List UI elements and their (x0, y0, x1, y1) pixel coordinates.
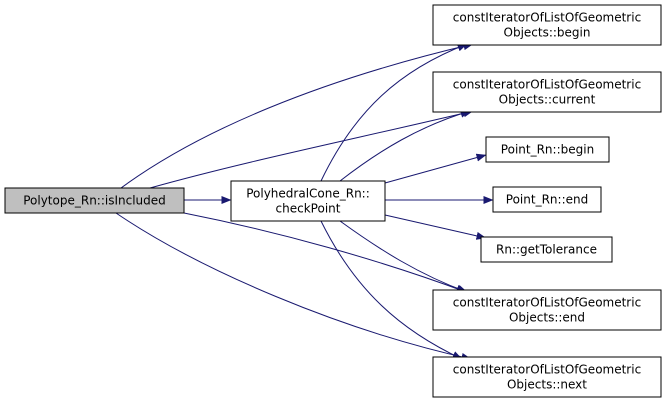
edge-polytope_isincluded-to-iter_end (183, 212, 467, 293)
node-label: Polytope_Rn::isIncluded (23, 194, 166, 208)
node-iter-end[interactable]: constIteratorOfListOfGeometricObjects::e… (432, 289, 662, 331)
edges-layer (115, 42, 494, 361)
edge-polytope_isincluded-to-iter_current (149, 109, 474, 189)
node-label: checkPoint (276, 202, 341, 216)
node-label: constIteratorOfListOfGeometric (453, 296, 641, 310)
node-label: Objects::begin (504, 26, 591, 40)
edge-polytope_isincluded-to-iter_next (115, 212, 472, 361)
node-point-end[interactable]: Point_Rn::end (492, 186, 602, 213)
edge-polytope_isincluded-to-iter_begin (120, 42, 474, 189)
node-box (432, 71, 662, 113)
node-label: constIteratorOfListOfGeometric (453, 11, 641, 25)
node-box (432, 289, 662, 331)
node-label: Point_Rn::end (506, 193, 588, 207)
edge-polyhedralcone_checkpoint-to-rn_gettolerance (384, 214, 487, 240)
node-iter-begin[interactable]: constIteratorOfListOfGeometricObjects::b… (432, 4, 662, 46)
edge-polyhedralcone_checkpoint-to-iter_end (339, 220, 468, 293)
node-point-begin[interactable]: Point_Rn::begin (485, 136, 610, 163)
node-box (485, 136, 610, 163)
node-label: Objects::end (509, 311, 585, 325)
edge-polyhedralcone_checkpoint-to-iter_current (339, 109, 471, 182)
node-box (480, 236, 613, 263)
edge-polyhedralcone_checkpoint-to-iter_begin (320, 43, 468, 182)
node-label: constIteratorOfListOfGeometric (453, 78, 641, 92)
node-box (4, 187, 185, 214)
node-label: Point_Rn::begin (501, 143, 594, 157)
node-iter-current[interactable]: constIteratorOfListOfGeometricObjects::c… (432, 71, 662, 113)
node-box (432, 356, 662, 398)
node-polyhedralcone-checkpoint[interactable]: PolyhedralCone_Rn::checkPoint (230, 180, 386, 222)
node-iter-next[interactable]: constIteratorOfListOfGeometricObjects::n… (432, 356, 662, 398)
node-label: Rn::getTolerance (496, 243, 597, 257)
node-box (230, 180, 386, 222)
node-label: PolyhedralCone_Rn:: (246, 187, 370, 201)
node-polytope-isincluded[interactable]: Polytope_Rn::isIncluded (4, 187, 185, 214)
node-box (432, 4, 662, 46)
edge-polyhedralcone_checkpoint-to-point_begin (384, 153, 487, 184)
node-label: constIteratorOfListOfGeometric (453, 363, 641, 377)
edge-polyhedralcone_checkpoint-to-iter_next (320, 220, 463, 360)
node-rn-gettolerance[interactable]: Rn::getTolerance (480, 236, 613, 263)
node-label: Objects::current (499, 93, 596, 107)
nodes-layer: Polytope_Rn::isIncluded PolyhedralCone_Rn… (4, 4, 662, 398)
node-label: Objects::next (507, 378, 587, 392)
node-box (492, 186, 602, 213)
